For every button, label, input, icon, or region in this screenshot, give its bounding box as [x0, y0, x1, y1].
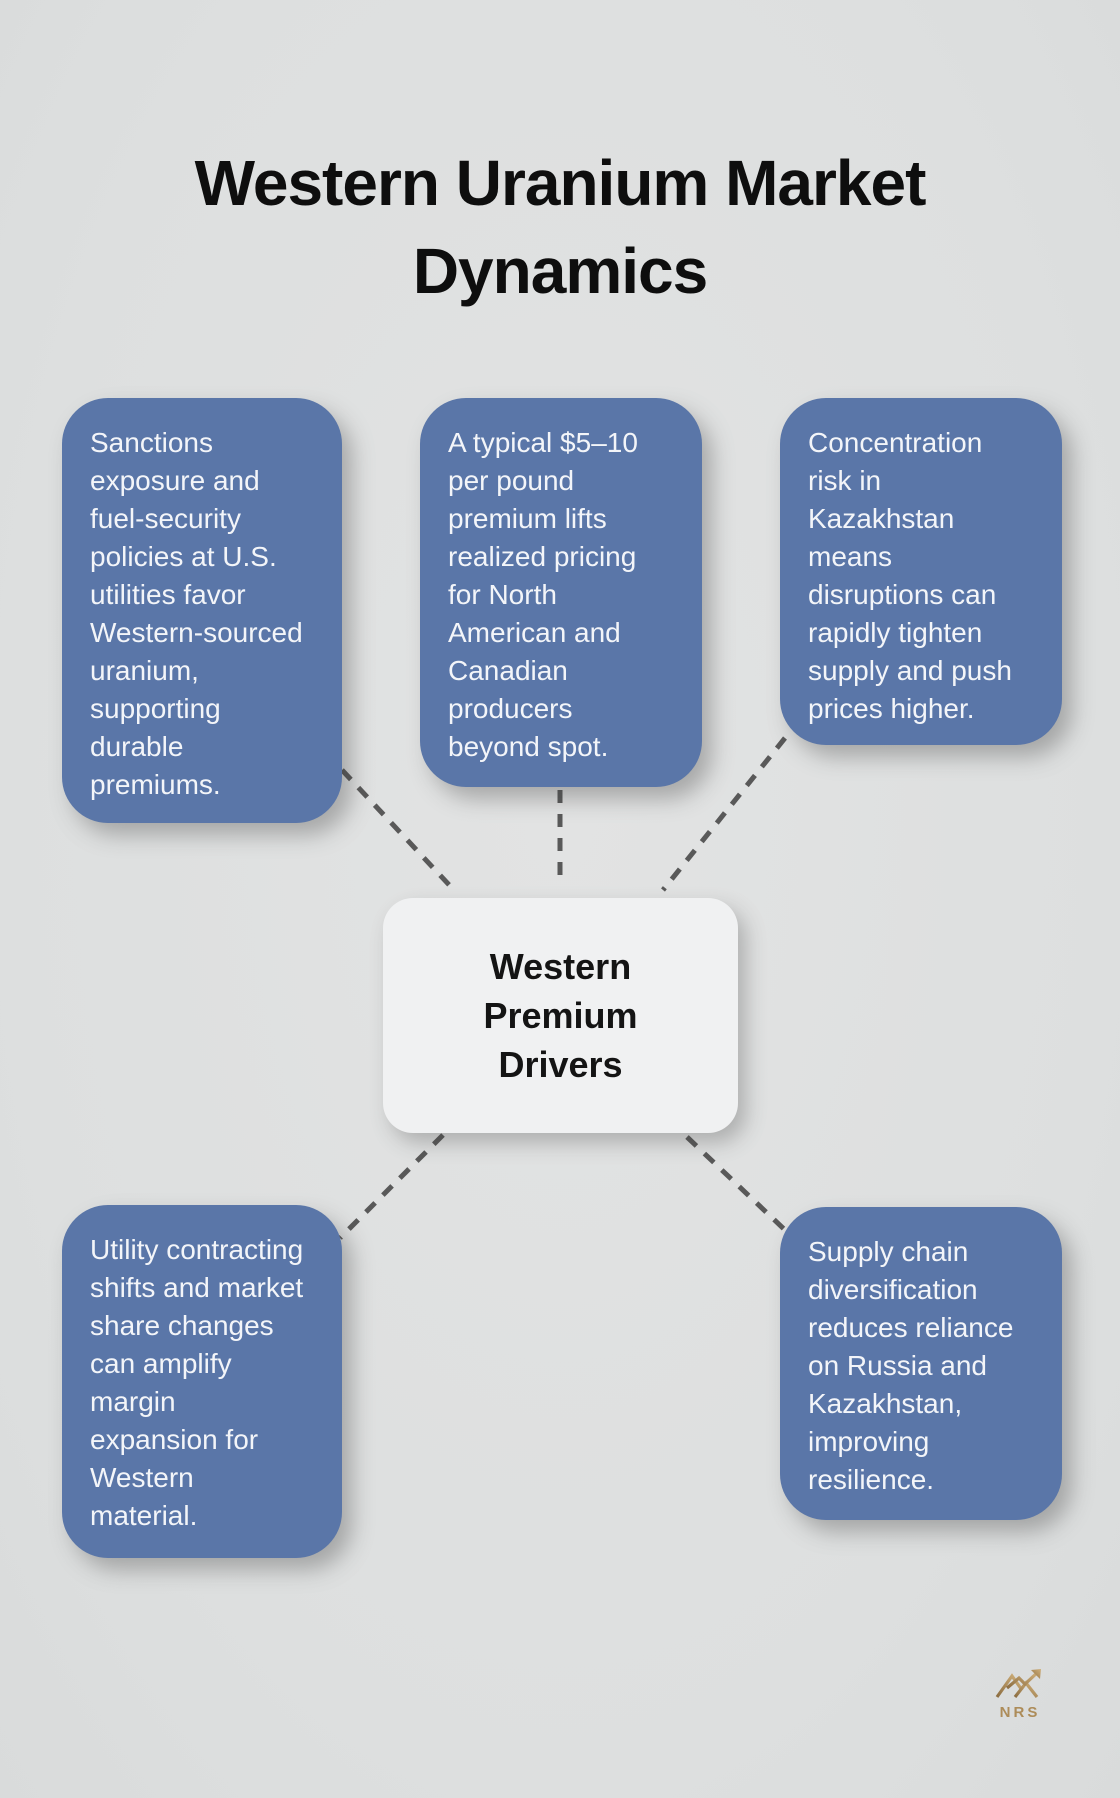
driver-card-supplychain: Supply chain diversification reduces rel… [780, 1207, 1062, 1520]
driver-card-text: Sanctions exposure and fuel-security pol… [90, 427, 303, 800]
driver-card-text: Supply chain diversification reduces rel… [808, 1236, 1014, 1495]
driver-card-text: Concentration risk in Kazakhstan means d… [808, 427, 1012, 724]
central-node: Western Premium Drivers [383, 898, 738, 1133]
driver-card-sanctions: Sanctions exposure and fuel-security pol… [62, 398, 342, 823]
driver-card-contracting: Utility contracting shifts and market sh… [62, 1205, 342, 1558]
connector-center-supplychain [685, 1135, 787, 1232]
nrs-logo: NRS [993, 1668, 1047, 1721]
page-title: Western Uranium Market Dynamics [194, 146, 927, 307]
logo-text: NRS [999, 1704, 1041, 1721]
driver-card-concentration: Concentration risk in Kazakhstan means d… [780, 398, 1062, 745]
driver-card-text: A typical $5–10 per pound premium lifts … [448, 427, 638, 762]
connector-concentration-center [661, 736, 787, 892]
connector-sanctions-center [340, 768, 454, 890]
connector-center-contracting [338, 1133, 445, 1240]
central-node-label: Western Premium Drivers [483, 946, 638, 1085]
driver-card-premium: A typical $5–10 per pound premium lifts … [420, 398, 702, 787]
mountain-arrow-icon [995, 1669, 1041, 1698]
driver-card-text: Utility contracting shifts and market sh… [90, 1234, 304, 1531]
